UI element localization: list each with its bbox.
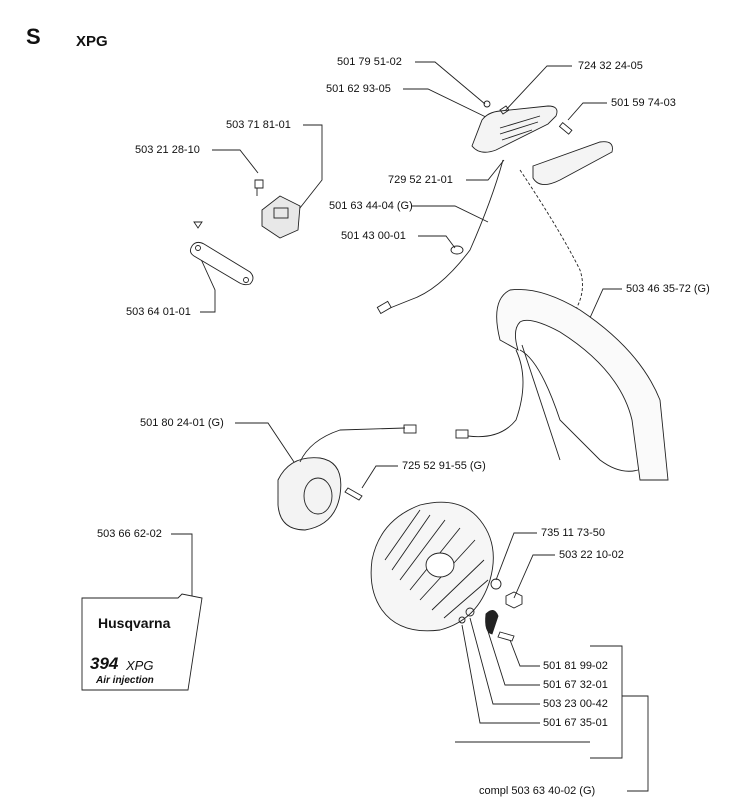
leader-503-23-00-42 — [469, 617, 540, 705]
part-label-729-52-21-01: 729 52 21-01 — [388, 174, 453, 186]
ignition-lead — [467, 349, 524, 438]
module-center-hole — [303, 477, 333, 515]
pawl-screw-icon — [497, 631, 515, 642]
part-label-501-63-44-04: 501 63 44-04 (G) — [329, 200, 413, 212]
module-wire — [299, 427, 406, 463]
leader-501-62-93-05 — [403, 88, 493, 121]
nut-icon — [483, 100, 491, 108]
part-label-501-62-93-05: 501 62 93-05 — [326, 83, 391, 95]
nut-503-22-10-02-icon — [505, 591, 523, 609]
spacer-plate — [189, 241, 254, 286]
switch-screw-icon — [254, 179, 264, 196]
leader-501-67-32-01 — [485, 624, 540, 686]
part-label-503-71-81-01: 503 71 81-01 — [226, 119, 291, 131]
leader-503-21-28-10 — [212, 149, 259, 174]
leader-735-11-73-50 — [495, 532, 537, 581]
part-label-735-11-73-50: 735 11 73-50 — [541, 527, 606, 539]
switch-lever-icon — [273, 207, 289, 219]
decal-model-number: 394 — [90, 654, 119, 673]
grommet-icon — [450, 245, 464, 255]
washer-icon — [490, 578, 502, 590]
handle-bracket — [519, 349, 639, 472]
part-label-501-81-99-02: 501 81 99-02 — [543, 660, 608, 672]
decal-tagline: Air injection — [96, 675, 154, 686]
ignition-switch — [261, 195, 301, 239]
short-circuit-cable — [389, 159, 504, 309]
part-label-501-79-51-02: 501 79 51-02 — [337, 56, 402, 68]
part-label-724-32-24-05: 724 32 24-05 — [578, 60, 643, 72]
part-label-compl-503-63-40-02: compl 503 63 40-02 (G) — [479, 785, 596, 797]
leader-501-59-74-03 — [567, 102, 607, 121]
handle-bar-inner — [521, 344, 561, 461]
module-screw-icon — [344, 487, 363, 501]
dashed-cable — [519, 169, 583, 331]
part-label-501-43-00-01: 501 43 00-01 — [341, 230, 406, 242]
leader-501-79-51-02 — [415, 61, 486, 105]
leader-503-66-62-02 — [171, 533, 193, 598]
decal-shape — [81, 593, 203, 691]
filter-cover — [532, 141, 613, 185]
decal-brand: Husqvarna — [98, 615, 171, 631]
leader-501-43-00-01 — [418, 235, 456, 249]
leader-725-52-91-55 — [361, 465, 398, 489]
leader-compl — [590, 695, 649, 792]
pin-icon — [558, 121, 573, 135]
leader-729-52-21-01 — [466, 159, 505, 181]
part-label-501-59-74-03: 501 59 74-03 — [611, 97, 676, 109]
part-label-725-52-91-55: 725 52 91-55 (G) — [402, 460, 486, 472]
part-label-503-21-28-10: 503 21 28-10 — [135, 144, 200, 156]
lead-connector-icon — [455, 429, 469, 439]
part-label-501-80-24-01: 501 80 24-01 (G) — [140, 417, 224, 429]
part-label-503-23-00-42: 503 23 00-42 — [543, 698, 608, 710]
part-label-501-67-35-01: 501 67 35-01 — [543, 717, 608, 729]
pawl-icon — [485, 610, 499, 635]
section-letter: S — [26, 24, 41, 49]
cover-slots — [499, 115, 541, 141]
module-connector-icon — [403, 424, 417, 434]
spacer-screw-icon — [193, 221, 203, 229]
screw-icon — [499, 105, 510, 115]
spring-icon — [465, 607, 475, 617]
leader-503-64-01-01 — [199, 256, 216, 313]
model-title: XPG — [76, 33, 108, 50]
part-label-503-22-10-02: 503 22 10-02 — [559, 549, 624, 561]
part-label-501-67-32-01: 501 67 32-01 — [543, 679, 608, 691]
cable-connector-icon — [376, 300, 392, 315]
leader-501-67-35-01 — [461, 624, 540, 724]
leader-501-63-44-04 — [411, 205, 489, 223]
leader-compl-bracket — [590, 645, 623, 696]
leader-501-80-24-01 — [235, 422, 299, 469]
leader-724-32-24-05 — [502, 65, 572, 114]
washer-small-icon — [458, 616, 466, 624]
decal-model-suffix: XPG — [126, 658, 154, 673]
leader-503-71-81-01 — [295, 124, 323, 214]
part-label-503-46-35-72: 503 46 35-72 (G) — [626, 283, 710, 295]
flywheel-hub — [425, 552, 455, 578]
leader-501-81-99-02 — [509, 639, 540, 667]
handle-bar — [496, 289, 669, 481]
part-label-503-66-62-02: 503 66 62-02 — [97, 528, 162, 540]
ignition-module — [277, 457, 342, 531]
leader-503-22-10-02 — [513, 554, 555, 599]
part-label-503-64-01-01: 503 64 01-01 — [126, 306, 191, 318]
